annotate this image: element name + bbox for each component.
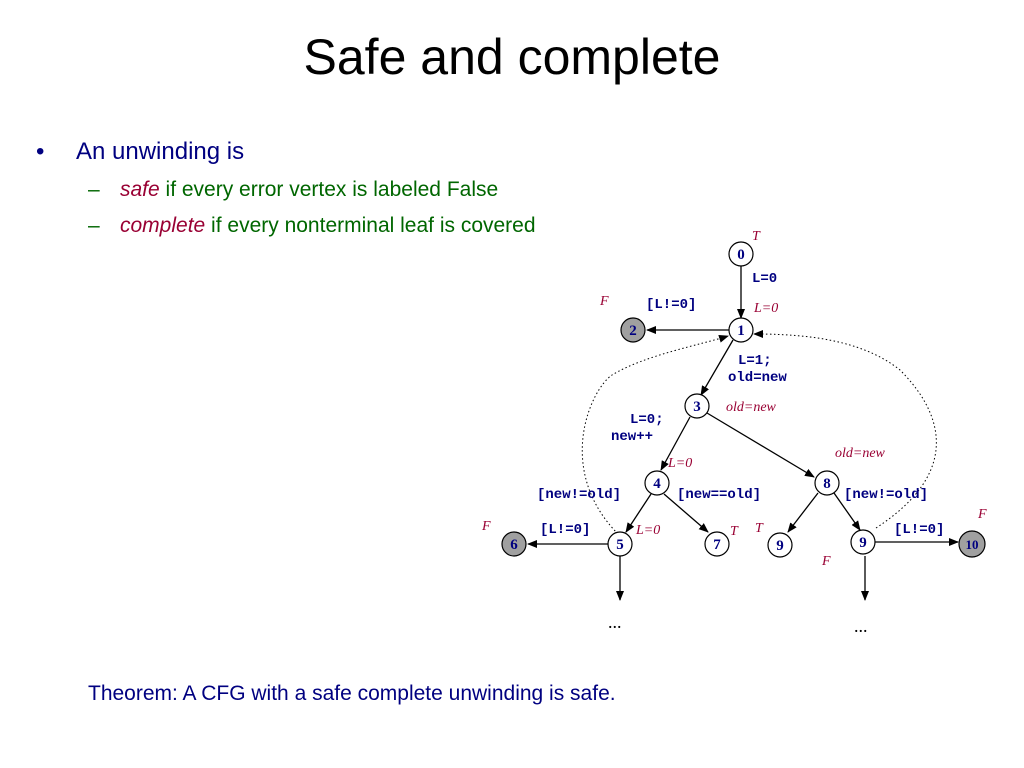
covering-arc-left (581, 334, 729, 535)
node-4-number: 4 (653, 476, 661, 492)
node-8-number: 8 (823, 476, 831, 492)
edge-label-9-10: [L!=0] (894, 522, 944, 538)
node-2 (620, 317, 646, 343)
node-0-number: 0 (737, 247, 745, 263)
node-9b (850, 529, 876, 555)
node-9b-number: 9 (859, 535, 867, 551)
node-9a (767, 532, 793, 558)
node-10-number: 10 (966, 537, 979, 552)
vertex-label-8: old=new (835, 446, 886, 461)
node-0 (728, 241, 754, 267)
node-1-number: 1 (737, 323, 745, 339)
node-9a-number: 9 (776, 538, 784, 554)
node-6-number: 6 (510, 537, 518, 553)
vertex-label-3: old=new (726, 400, 777, 415)
edge-label-3-4-line2: new++ (611, 429, 653, 445)
node-5-number: 5 (616, 537, 624, 553)
edge-3-8 (706, 412, 815, 478)
edge-label-3-4-line1: L=0; (630, 412, 664, 428)
complete-term: complete (120, 214, 206, 237)
vertex-label-9a: T (755, 521, 764, 536)
edge-4-5 (625, 493, 652, 533)
vertex-label-4: L=0 (667, 456, 692, 471)
vertex-label-1: L=0 (753, 301, 778, 316)
node-4 (644, 470, 670, 496)
sub-bullet-safe: –safe if every error vertex is labeled F… (88, 178, 498, 202)
bullet-marker: • (36, 138, 45, 165)
vertex-label-7: T (730, 524, 739, 539)
edge-label-4-5: [new!=old] (537, 487, 621, 503)
node-7-number: 7 (713, 537, 721, 553)
node-2-number: 2 (629, 323, 637, 339)
edge-label-1-2: [L!=0] (646, 297, 696, 313)
complete-definition: if every nonterminal leaf is covered (205, 214, 536, 237)
edge-label-8-9: [new!=old] (844, 487, 928, 503)
vertex-label-10: F (977, 507, 987, 522)
bullet-text: An unwinding is (76, 138, 245, 165)
vertex-label-6: F (481, 519, 491, 534)
dash-marker: – (88, 214, 100, 237)
node-3-number: 3 (693, 399, 701, 415)
node-5 (607, 531, 633, 557)
edge-label-4-7: [new==old] (677, 487, 761, 503)
dash-marker: – (88, 178, 100, 201)
edge-4-7 (663, 493, 709, 533)
sub-bullet-complete: –complete if every nonterminal leaf is c… (88, 214, 536, 238)
continuation-left: ... (608, 612, 622, 632)
edge-label-0-1: L=0 (752, 271, 777, 287)
vertex-label-9b: F (821, 554, 831, 569)
edge-label-5-6: [L!=0] (540, 522, 590, 538)
edge-label-1-3-line1: L=1; (738, 353, 772, 369)
node-10 (958, 530, 986, 558)
safe-term: safe (120, 178, 160, 201)
node-7 (704, 531, 730, 557)
vertex-label-5: L=0 (635, 523, 660, 538)
edge-1-3 (700, 339, 734, 396)
slide-title: Safe and complete (303, 29, 721, 85)
vertex-label-2: F (599, 294, 609, 309)
edge-8-9a (787, 492, 819, 533)
edge-8-9b (833, 492, 861, 531)
continuation-right: ... (854, 616, 868, 636)
safe-definition: if every error vertex is labeled False (159, 178, 499, 201)
node-6 (501, 531, 527, 557)
edge-label-1-3-line2: old=new (728, 370, 787, 386)
node-8 (814, 470, 840, 496)
edge-3-4 (660, 416, 691, 471)
vertex-label-0: T (752, 229, 761, 244)
node-3 (684, 393, 710, 419)
node-1 (728, 317, 754, 343)
bullet-item: • An unwinding is (36, 138, 244, 166)
theorem-text: Theorem: A CFG with a safe complete unwi… (88, 682, 616, 705)
